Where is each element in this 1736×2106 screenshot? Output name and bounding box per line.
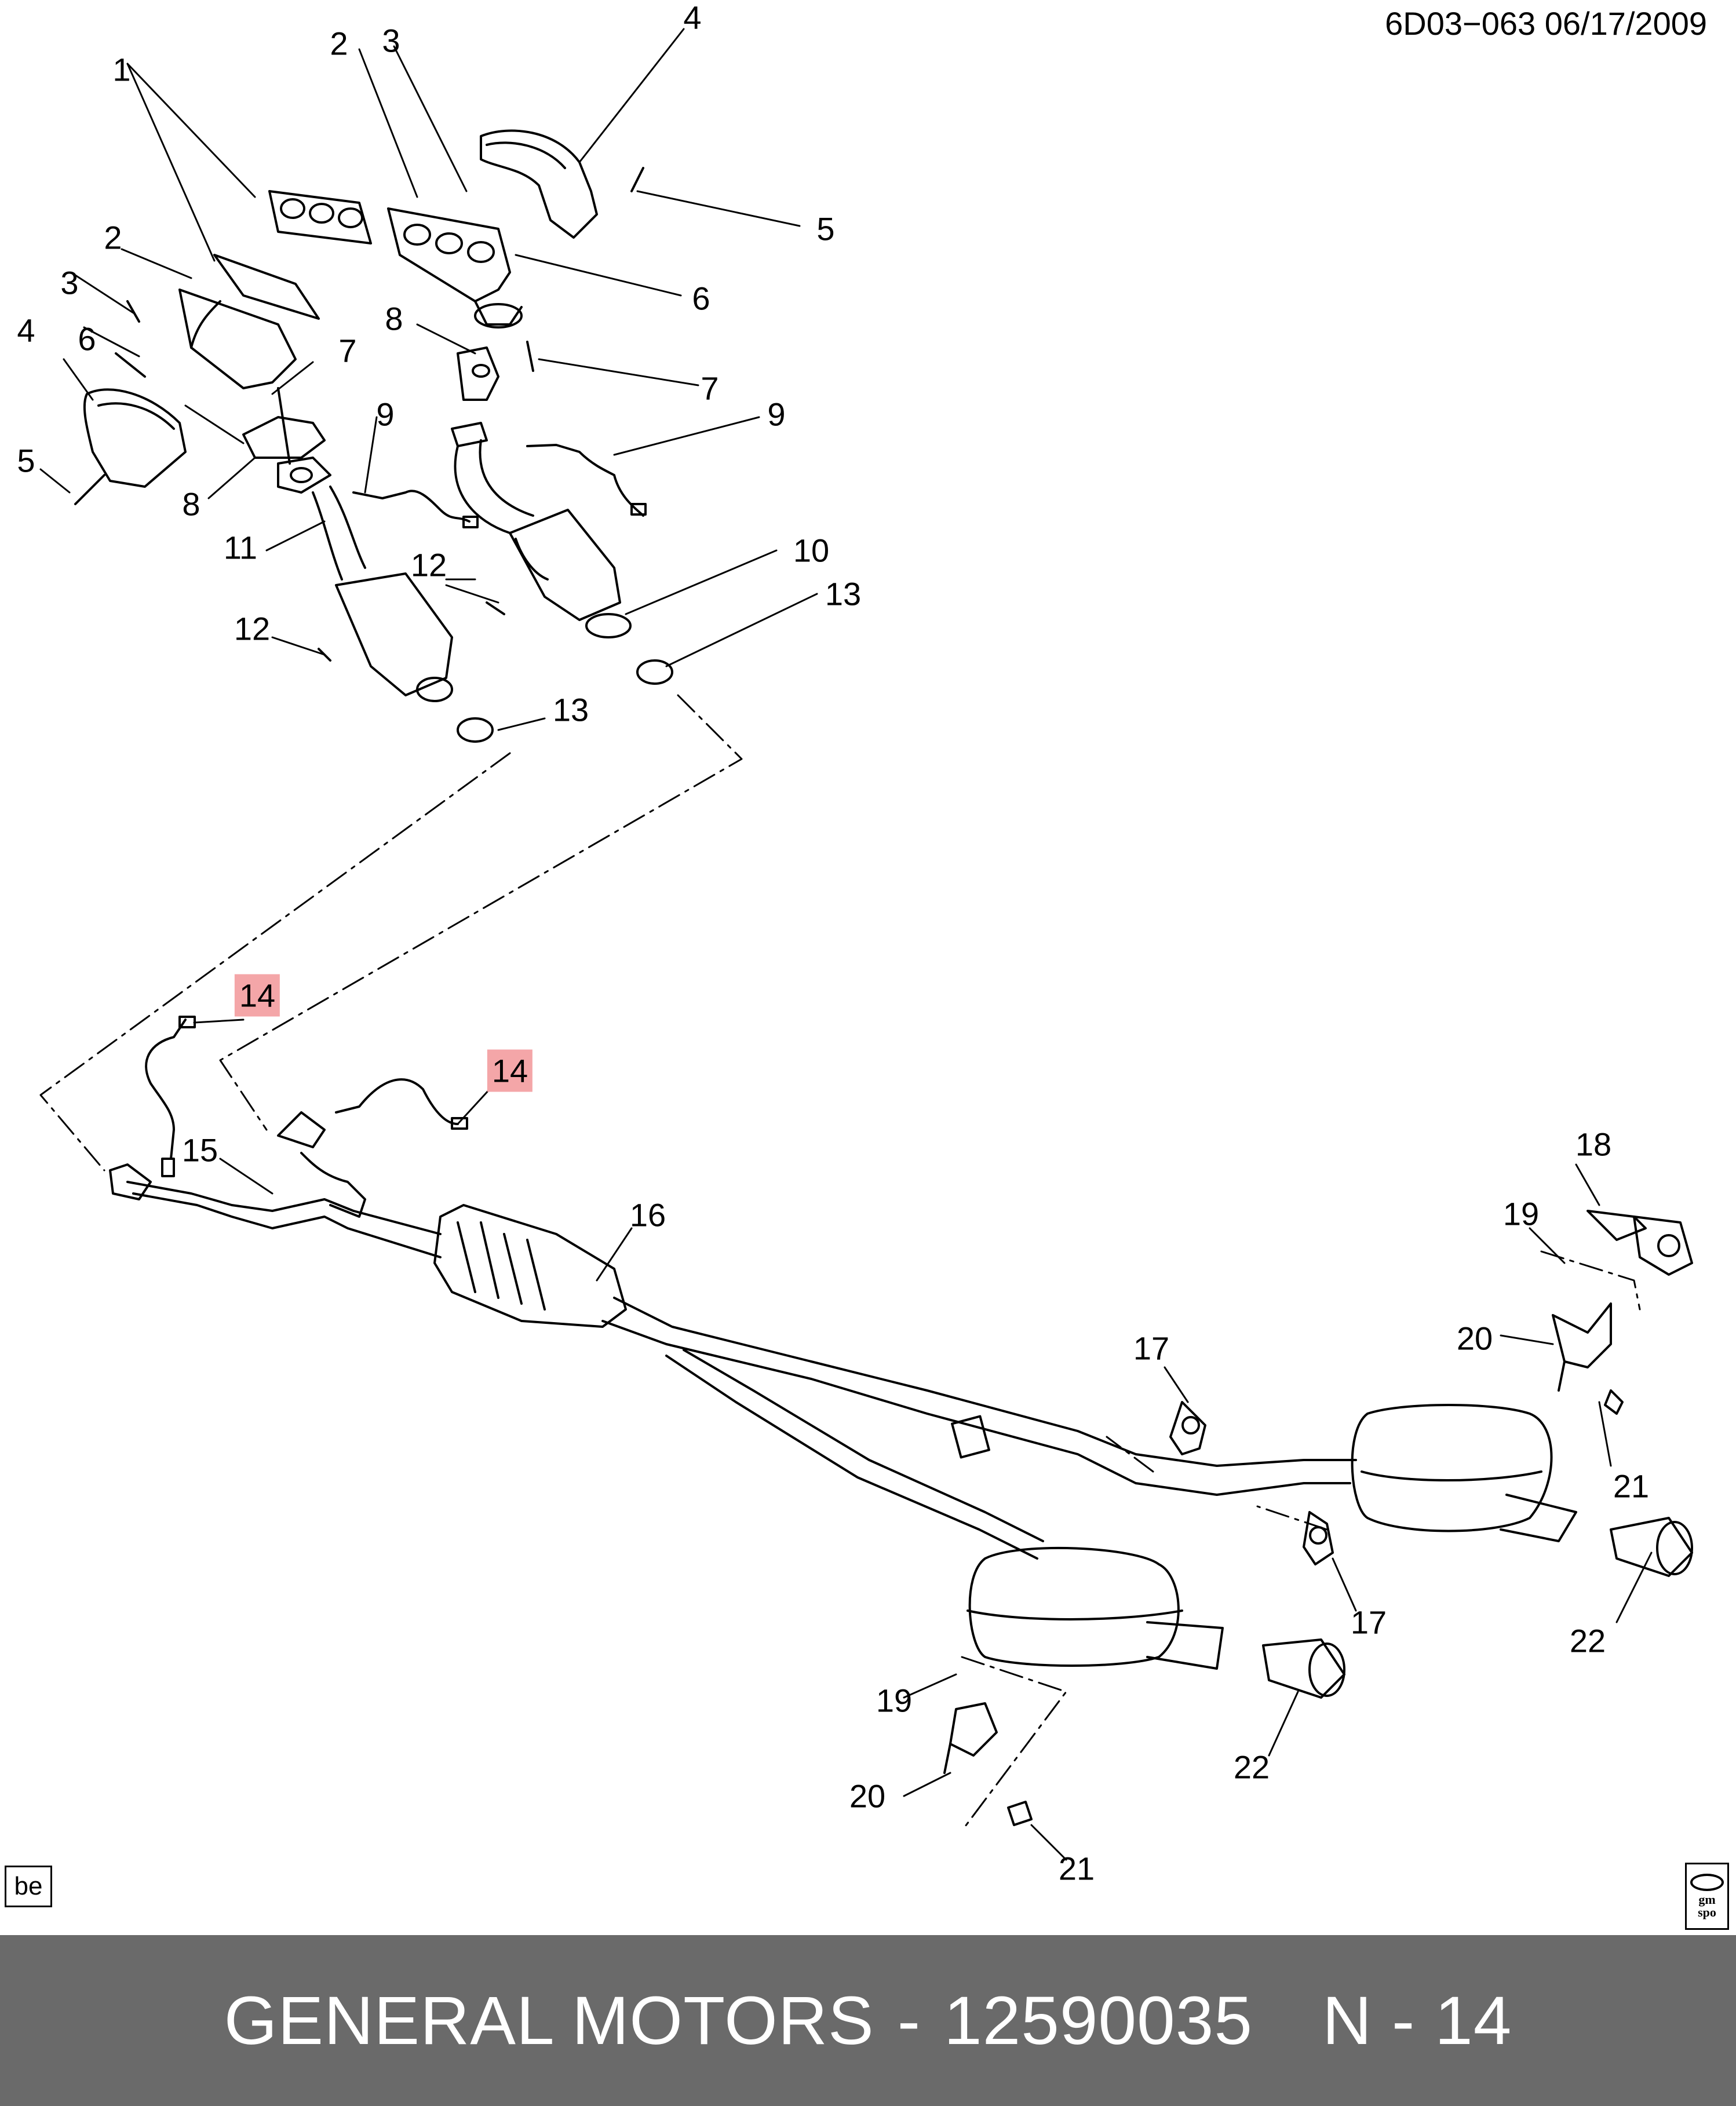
callout-4: 4 bbox=[17, 312, 35, 349]
callout-19: 19 bbox=[1502, 1195, 1540, 1232]
rear-pipes bbox=[601, 1297, 1357, 1560]
callout-3: 3 bbox=[382, 22, 400, 59]
right-front-pipe-converter bbox=[451, 422, 673, 685]
intermediate-pipe-converter bbox=[109, 1111, 627, 1328]
callout-18: 18 bbox=[1575, 1126, 1612, 1163]
right-exhaust-manifold-gasket bbox=[268, 190, 372, 244]
callout-13: 13 bbox=[825, 575, 862, 612]
callout-22: 22 bbox=[1569, 1622, 1606, 1659]
callout-21: 21 bbox=[1058, 1850, 1095, 1887]
callout-20: 20 bbox=[1456, 1320, 1493, 1357]
callout-11: 11 bbox=[223, 529, 258, 566]
callout-3: 3 bbox=[60, 264, 79, 301]
callout-4: 4 bbox=[683, 0, 702, 36]
separator: - bbox=[897, 1982, 921, 2059]
callout-7: 7 bbox=[338, 332, 357, 369]
callout-1: 1 bbox=[112, 51, 131, 88]
callout-6: 6 bbox=[78, 320, 96, 357]
be-label-box: be bbox=[5, 1866, 52, 1907]
part-number: 12590035 bbox=[944, 1982, 1253, 2059]
callout-16: 16 bbox=[629, 1196, 666, 1233]
callout-8: 8 bbox=[182, 486, 200, 523]
brand-name: GENERAL MOTORS bbox=[224, 1982, 874, 2059]
callout-12: 12 bbox=[234, 610, 271, 647]
callout-5: 5 bbox=[816, 210, 835, 247]
gm-spo-logo: gm spo bbox=[1685, 1863, 1729, 1930]
callout-14-highlighted: 14 bbox=[487, 1049, 533, 1092]
callout-10: 10 bbox=[793, 532, 830, 569]
callout-21: 21 bbox=[1613, 1468, 1650, 1505]
logo-line-2: spo bbox=[1698, 1905, 1716, 1919]
callout-9: 9 bbox=[376, 396, 395, 433]
footer-banner: GENERAL MOTORS-12590035 N - 14 bbox=[0, 1935, 1736, 2106]
right-exhaust-manifold bbox=[387, 207, 523, 326]
routing-lines bbox=[39, 694, 1641, 1832]
right-upstream-o2-sensor bbox=[526, 444, 647, 517]
callout-2: 2 bbox=[330, 25, 348, 62]
diagram-code: 6D03−063 06/17/2009 bbox=[1385, 5, 1707, 42]
left-exhaust-manifold bbox=[178, 289, 297, 389]
logo-oval bbox=[1690, 1874, 1724, 1891]
logo-line-1: gm bbox=[1698, 1892, 1716, 1907]
callout-14-highlighted: 14 bbox=[234, 974, 280, 1017]
left-rear-muffler bbox=[967, 1546, 1224, 1670]
left-manifold-outlet-flange bbox=[242, 416, 331, 494]
callout-22: 22 bbox=[1233, 1749, 1270, 1786]
callout-12: 12 bbox=[410, 546, 447, 583]
callout-7: 7 bbox=[701, 370, 719, 407]
right-manifold-outlet bbox=[457, 303, 534, 401]
callout-13: 13 bbox=[552, 691, 589, 728]
left-upstream-o2-sensor bbox=[352, 490, 479, 528]
left-front-pipe-converter bbox=[312, 486, 494, 743]
left-exhaust-manifold-gasket bbox=[213, 254, 320, 320]
right-rear-muffler bbox=[1351, 1404, 1577, 1542]
exhaust-system-diagram bbox=[39, 28, 1693, 1861]
exhaust-hanger-insulators bbox=[1169, 1401, 1334, 1565]
callout-17: 17 bbox=[1350, 1604, 1387, 1641]
left-heat-shield bbox=[83, 388, 187, 488]
callout-leader-lines bbox=[39, 28, 1653, 1861]
callout-19: 19 bbox=[876, 1682, 913, 1719]
rear-brackets bbox=[943, 1210, 1693, 1826]
callout-8: 8 bbox=[385, 300, 403, 337]
callout-9: 9 bbox=[767, 396, 786, 433]
bolts bbox=[74, 167, 644, 662]
callout-15: 15 bbox=[181, 1132, 218, 1169]
be-label: be bbox=[14, 1872, 43, 1900]
footer-text: GENERAL MOTORS-12590035 N - 14 bbox=[201, 1981, 1536, 2060]
exhaust-tips bbox=[1262, 1517, 1693, 1699]
right-heat-shield bbox=[480, 129, 598, 239]
position-label: N - 14 bbox=[1322, 1982, 1512, 2059]
callout-17: 17 bbox=[1133, 1330, 1170, 1367]
callout-2: 2 bbox=[104, 219, 122, 256]
downstream-o2-sensor-right bbox=[335, 1078, 468, 1130]
callout-5: 5 bbox=[17, 442, 35, 479]
callout-6: 6 bbox=[692, 280, 710, 317]
callout-20: 20 bbox=[849, 1777, 886, 1815]
